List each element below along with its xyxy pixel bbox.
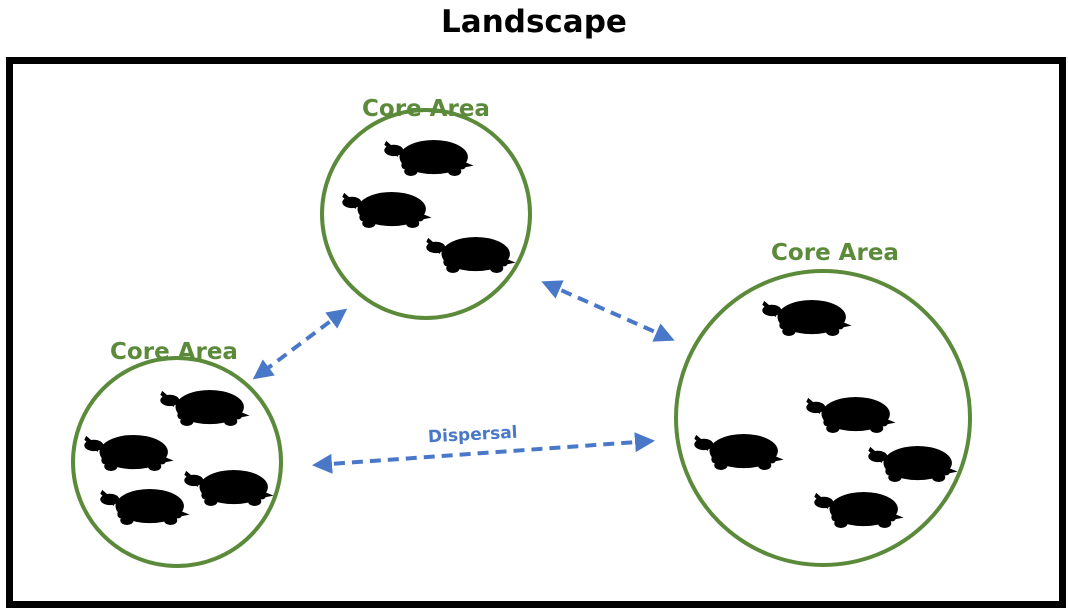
core-area-label-right: Core Area <box>771 240 899 266</box>
turtle-icon <box>184 470 273 506</box>
turtle-icon <box>694 434 783 470</box>
turtle-icon <box>868 446 957 482</box>
turtle-icon <box>806 397 895 433</box>
turtle-icon <box>100 489 189 525</box>
turtle-icon <box>384 140 473 176</box>
turtle-icon <box>762 300 851 336</box>
dispersal-arrow-top-left <box>256 311 344 377</box>
turtle-icon <box>342 192 431 228</box>
turtle-icon <box>160 390 249 426</box>
dispersal-label: Dispersal <box>427 423 517 448</box>
dispersal-arrow-top-right <box>545 283 671 339</box>
dispersal-arrow-bottom <box>316 441 651 465</box>
turtle-icon <box>814 492 903 528</box>
turtle-icon <box>84 435 173 471</box>
core-area-label-left: Core Area <box>110 339 238 365</box>
turtle-icon <box>426 237 515 273</box>
